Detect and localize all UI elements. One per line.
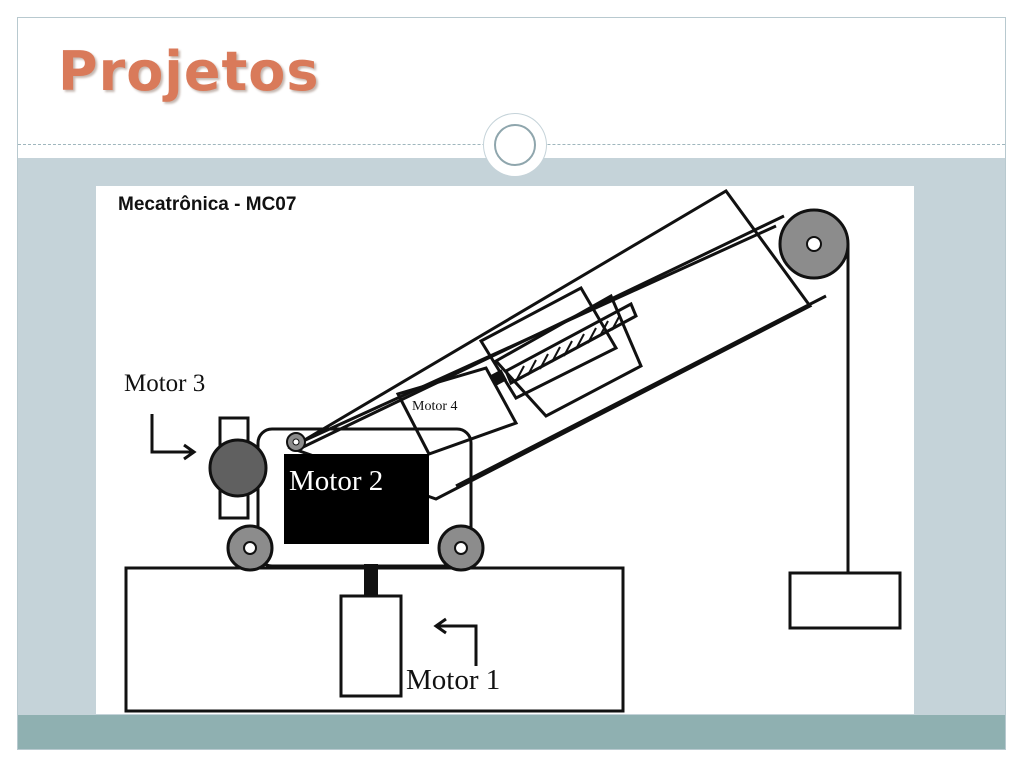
screw-coupling bbox=[489, 369, 507, 387]
motor2-body bbox=[284, 454, 429, 544]
lead-screw-housing bbox=[504, 301, 638, 386]
boom-rail-lower bbox=[455, 294, 827, 488]
motor4-box bbox=[395, 366, 519, 456]
slide-footer-bar bbox=[18, 715, 1005, 749]
motor2-label: Motor 2 bbox=[289, 465, 384, 497]
motor3-disc bbox=[208, 438, 268, 498]
crane-diagram: Mecatrônica - MC07 Motor 3 Motor 4 Motor… bbox=[96, 186, 914, 714]
slide: Projetos bbox=[17, 17, 1006, 750]
motor3-label: Motor 3 bbox=[124, 370, 206, 397]
carriage-inner bbox=[493, 293, 643, 418]
motor1-label: Motor 1 bbox=[406, 664, 501, 696]
motor1-shaft bbox=[364, 564, 378, 596]
diagram-title: Mecatrônica - MC07 bbox=[118, 194, 297, 215]
circle-ornament-icon bbox=[484, 114, 546, 176]
motor4-label: Motor 4 bbox=[412, 399, 458, 414]
base-wheels bbox=[226, 524, 485, 572]
slide-title: Projetos bbox=[58, 40, 320, 103]
motor1-housing bbox=[339, 594, 403, 698]
load-block bbox=[788, 571, 902, 630]
motor1-arrow-icon bbox=[433, 617, 478, 666]
lead-screw-threads bbox=[515, 314, 621, 382]
crane-diagram-drawing bbox=[124, 189, 902, 713]
motor3-arrow-icon bbox=[150, 414, 197, 461]
cable-upper bbox=[300, 214, 785, 450]
